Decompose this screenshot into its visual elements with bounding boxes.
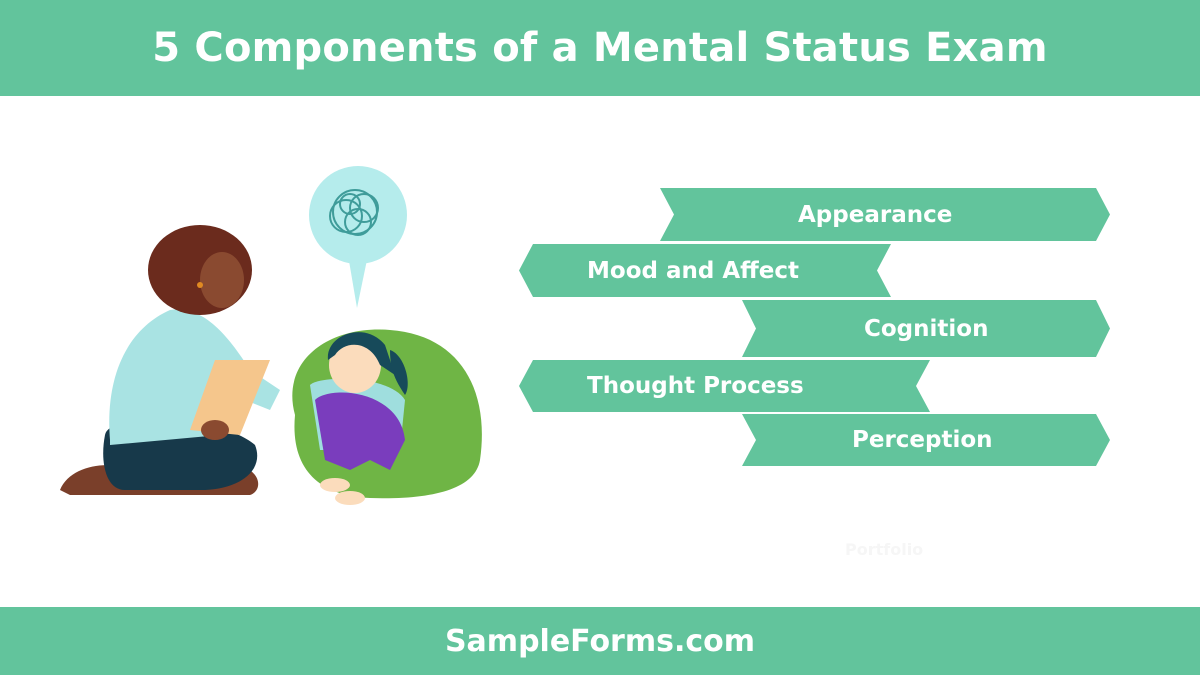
therapist-child-illustration	[60, 166, 482, 505]
component-label: Mood and Affect	[587, 257, 799, 284]
watermark: Portfolio	[845, 540, 924, 559]
component-banner-thought-process: Thought Process	[519, 360, 930, 412]
component-banner-cognition: Cognition	[742, 300, 1110, 357]
component-banner-perception: Perception	[742, 414, 1110, 466]
component-label: Cognition	[864, 315, 989, 342]
component-label: Thought Process	[587, 373, 804, 399]
page-title: 5 Components of a Mental Status Exam	[152, 25, 1048, 71]
therapist-figure	[60, 225, 280, 495]
component-banner-appearance: Appearance	[660, 188, 1110, 241]
thought-bubble-icon	[309, 166, 407, 308]
title-banner: 5 Components of a Mental Status Exam	[0, 0, 1200, 96]
footer-banner: SampleForms.com	[0, 607, 1200, 675]
child-figure	[310, 332, 408, 505]
component-banner-mood-and-affect: Mood and Affect	[519, 244, 891, 297]
footer-brand: SampleForms.com	[444, 623, 756, 659]
component-label: Appearance	[798, 201, 953, 228]
component-label: Perception	[852, 427, 993, 453]
